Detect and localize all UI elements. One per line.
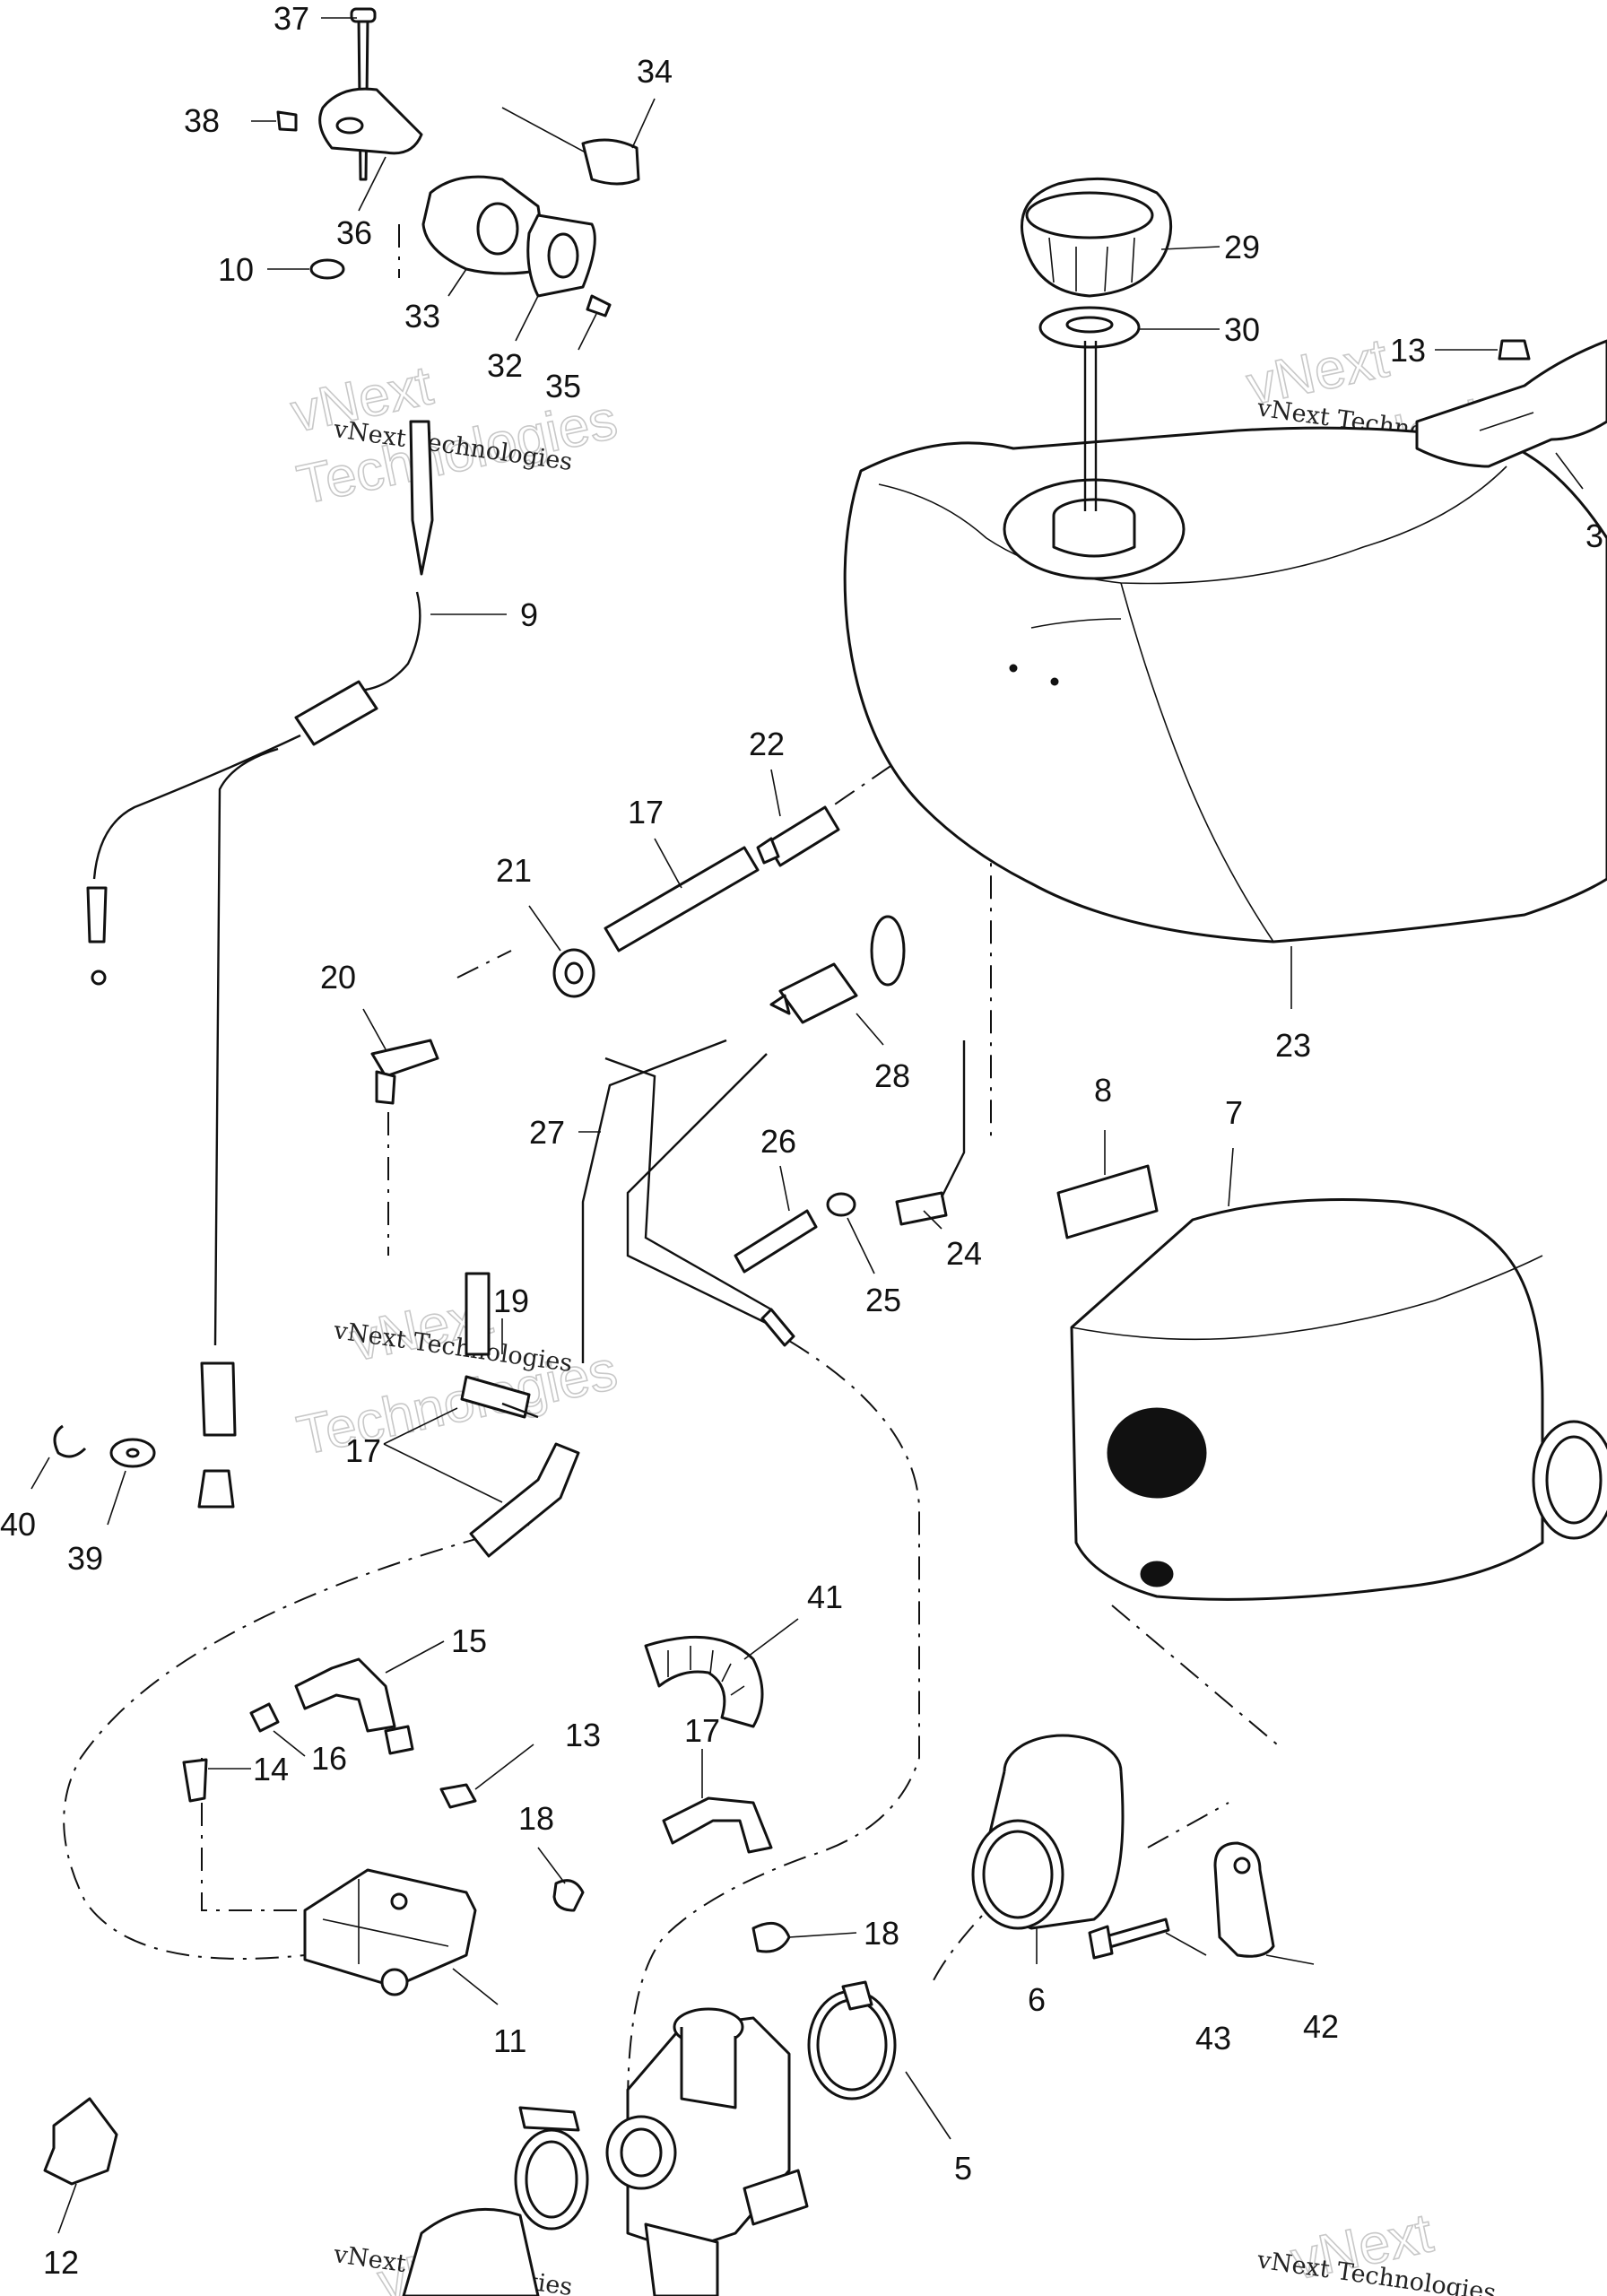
part-label-27: 27 xyxy=(529,1114,565,1151)
part-label-34: 34 xyxy=(637,53,673,90)
part-label-3: 3 xyxy=(1585,517,1603,554)
part-label-39: 39 xyxy=(67,1540,103,1577)
nut-13 xyxy=(1498,339,1531,361)
clip-38 xyxy=(276,110,298,132)
throttle-lever-34 xyxy=(581,138,640,186)
part-label-6: 6 xyxy=(1028,1981,1046,2018)
part-label-8: 8 xyxy=(1094,1072,1112,1109)
leader-lines xyxy=(30,17,1584,2234)
part-label-19: 19 xyxy=(493,1283,529,1319)
part-label-7: 7 xyxy=(1225,1094,1243,1131)
screw-14 xyxy=(182,1758,208,1803)
part-label-10: 10 xyxy=(218,251,254,288)
retainer-12 xyxy=(43,2097,118,2186)
part-label-17-lower: 17 xyxy=(684,1712,720,1749)
part-label-36: 36 xyxy=(336,214,372,251)
part-label-37: 37 xyxy=(274,0,309,37)
part-label-22: 22 xyxy=(749,726,785,762)
part-label-13-lower: 13 xyxy=(565,1717,601,1753)
throttle-housing-group xyxy=(276,7,640,317)
intake-boot xyxy=(402,2207,540,2296)
part-label-30: 30 xyxy=(1224,311,1260,348)
part-label-24: 24 xyxy=(946,1235,982,1272)
part-label-17-upper: 17 xyxy=(628,794,664,831)
fitting-19 xyxy=(465,1272,491,1356)
hose-26 xyxy=(734,1209,818,1274)
bracket-42 xyxy=(1213,1841,1275,1958)
part-label-43: 43 xyxy=(1195,2020,1231,2057)
tank-bracket-3 xyxy=(1415,339,1607,468)
air-silencer-7 xyxy=(1070,1198,1607,1601)
clamp-18-right xyxy=(751,1921,791,1953)
screw-43 xyxy=(1088,1918,1170,1960)
part-label-17-middle: 17 xyxy=(345,1432,381,1469)
part-label-13-top: 13 xyxy=(1390,332,1426,369)
part-label-23: 23 xyxy=(1275,1027,1311,1064)
nut-13-lower xyxy=(439,1783,477,1809)
part-label-38: 38 xyxy=(184,102,220,139)
small-parts-39-40 xyxy=(53,1424,156,1468)
clamp-18-left xyxy=(552,1879,585,1912)
bolt-head-37 xyxy=(350,7,377,23)
part-label-14: 14 xyxy=(253,1751,289,1787)
part-label-25: 25 xyxy=(865,1282,901,1318)
elbow-fitting-20 xyxy=(370,1039,439,1078)
part-label-28: 28 xyxy=(874,1057,910,1094)
hose-41 xyxy=(644,1635,764,1728)
part-label-18-left: 18 xyxy=(518,1800,554,1837)
part-label-32: 32 xyxy=(487,347,523,384)
decal-8 xyxy=(1056,1164,1159,1239)
part-label-33: 33 xyxy=(404,298,440,335)
clamp-5 xyxy=(807,1980,897,2100)
fuel-pump-11 xyxy=(303,1868,477,1996)
part-label-35: 35 xyxy=(545,368,581,404)
nut-25 xyxy=(826,1192,856,1217)
part-label-15: 15 xyxy=(451,1622,487,1659)
carburetor xyxy=(605,2007,809,2296)
part-label-41: 41 xyxy=(807,1578,843,1615)
part-label-20: 20 xyxy=(320,959,356,996)
part-label-12: 12 xyxy=(43,2244,79,2281)
part-label-42: 42 xyxy=(1303,2008,1339,2045)
throttle-cable-9 xyxy=(86,420,434,1509)
filler-cap-29 xyxy=(1021,177,1173,298)
gasket-30 xyxy=(1038,306,1141,511)
clamp-16 xyxy=(249,1702,280,1733)
intake-clamp xyxy=(514,2106,589,2231)
fuel-line-17 xyxy=(604,846,760,952)
washer-10 xyxy=(309,258,345,280)
fuel-valve-24 xyxy=(895,1191,948,1226)
carb-adaptor-6 xyxy=(971,1734,1125,1930)
primer-28 xyxy=(778,962,858,1024)
part-label-11: 11 xyxy=(493,2022,526,2059)
part-label-40: 40 xyxy=(0,1506,36,1543)
circlip-40 xyxy=(53,1424,87,1458)
silencer-opening xyxy=(1107,1407,1207,1499)
hose-15 xyxy=(294,1657,396,1733)
screw-35 xyxy=(586,294,612,317)
hose-17-lower xyxy=(662,1796,773,1854)
part-label-18-right: 18 xyxy=(864,1915,899,1952)
pump-hose-group xyxy=(182,1657,477,1809)
throttle-bracket-36 xyxy=(318,87,423,155)
part-label-9: 9 xyxy=(520,596,538,633)
part-label-21: 21 xyxy=(496,852,532,889)
fuel-line-27 xyxy=(581,1039,727,1363)
part-label-26: 26 xyxy=(760,1123,796,1160)
fuel-tank-23 xyxy=(843,426,1607,944)
part-label-29: 29 xyxy=(1224,229,1260,265)
fuel-line-17-lower xyxy=(469,1442,580,1558)
part-label-5: 5 xyxy=(954,2150,972,2187)
part-label-16: 16 xyxy=(311,1740,347,1777)
fuel-fittings-group xyxy=(370,805,966,1558)
